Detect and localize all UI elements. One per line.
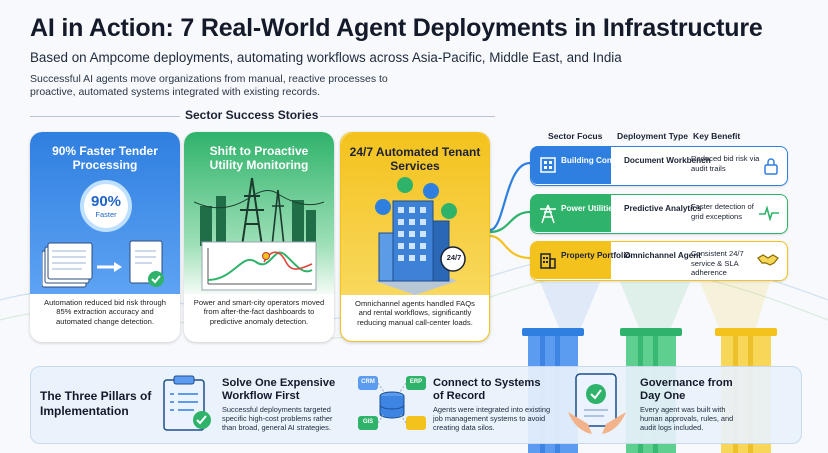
page-title: AI in Action: 7 Real-World Agent Deploym… [30, 14, 763, 42]
story-card-tenant: 24/7 Automated Tenant Services 24/7 Omni… [340, 132, 490, 342]
badge-value: 24/7 [446, 253, 462, 262]
building-icon [540, 157, 556, 173]
row-benefit: Reduced bid risk via audit trails [691, 154, 760, 173]
chip-label: ERP [409, 379, 423, 385]
light-beam [620, 282, 690, 330]
story-card-utility: Shift to Proactive Utility Monitoring Po… [184, 132, 334, 342]
tablet-approval-icon [568, 373, 626, 434]
card-description: Omnichannel agents handled FAQs and rent… [355, 299, 475, 327]
row-benefit: Faster detection of grid exceptions [691, 202, 754, 221]
divider [320, 116, 495, 117]
badge-value: 90% [90, 193, 122, 210]
row-type: Document Workbench [624, 156, 711, 165]
story-card-tender: 90% Faster Tender Processing 90% Faster … [30, 132, 180, 342]
apartment-tower-icon [375, 177, 466, 295]
pillar-description: Every agent was built with human approva… [640, 405, 734, 432]
row-benefit: Consistent 24/7 service & SLA adherence [691, 249, 744, 278]
row-type: Predictive Analytics [624, 204, 702, 213]
card-title: 90% Faster Tender Processing [52, 144, 158, 172]
lock-icon [764, 158, 778, 175]
pillar-title: Connect to Systems of Record [433, 377, 541, 402]
pillar-item: Connect to Systems of Record Agents were… [433, 377, 553, 432]
table-row: Building Contractor Document Workbench R… [530, 146, 788, 186]
light-beam [700, 282, 770, 330]
handshake-icon [757, 254, 779, 266]
card-title: Shift to Proactive Utility Monitoring [209, 144, 309, 172]
sector-stories-heading: Sector Success Stories [185, 108, 319, 122]
intro-text: Successful AI agents move organizations … [30, 73, 388, 98]
table-row: Property Portfolio Omnichannel Agent Con… [530, 241, 788, 281]
page-subtitle: Based on Ampcome deployments, automating… [30, 50, 622, 65]
documents-icon [42, 240, 164, 288]
apartment-icon [540, 253, 556, 269]
pillar-title: Solve One Expensive Workflow First [222, 377, 336, 402]
row-sector: Property Portfolio [561, 251, 631, 260]
power-tower-icon [540, 204, 556, 224]
flow-line-green [489, 210, 531, 234]
pillar-item: Solve One Expensive Workflow First Succe… [222, 377, 340, 432]
badge-label: Faster [95, 210, 117, 219]
pillar-title: Governance from Day One [640, 377, 733, 402]
flow-line-blue [489, 161, 531, 232]
light-beam [540, 282, 600, 330]
card-description: Automation reduced bid risk through 85% … [44, 298, 166, 326]
pulse-icon [759, 205, 779, 221]
divider [30, 116, 180, 117]
column-header-sector: Sector Focus [548, 131, 603, 141]
pillar-item: Governance from Day One Every agent was … [640, 377, 740, 432]
column-header-type: Deployment Type [617, 131, 688, 141]
clipboard-icon [163, 375, 211, 431]
table-row: Power Utilities Predictive Analytics Fas… [530, 194, 788, 234]
chip-label: GIS [362, 419, 374, 425]
pillar-description: Agents were integrated into existing job… [433, 405, 551, 432]
row-type: Omnichannel Agent [624, 251, 702, 260]
row-sector: Power Utilities [561, 204, 618, 213]
database-icon [358, 376, 426, 430]
pillars-title: The Three Pillars of Implementation [40, 389, 152, 418]
card-title: 24/7 Automated Tenant Services [349, 145, 481, 173]
chip-label: CRM [361, 379, 375, 385]
row-sector: Building Contractor [561, 156, 638, 165]
card-description: Power and smart-city operators moved fro… [193, 298, 325, 326]
power-grid-icon [194, 177, 324, 291]
percent-badge: 90% Faster [80, 180, 132, 232]
pillar-description: Successful deployments targeted specific… [222, 405, 333, 432]
flow-line-yellow [489, 234, 531, 260]
column-header-benefit: Key Benefit [693, 131, 741, 141]
